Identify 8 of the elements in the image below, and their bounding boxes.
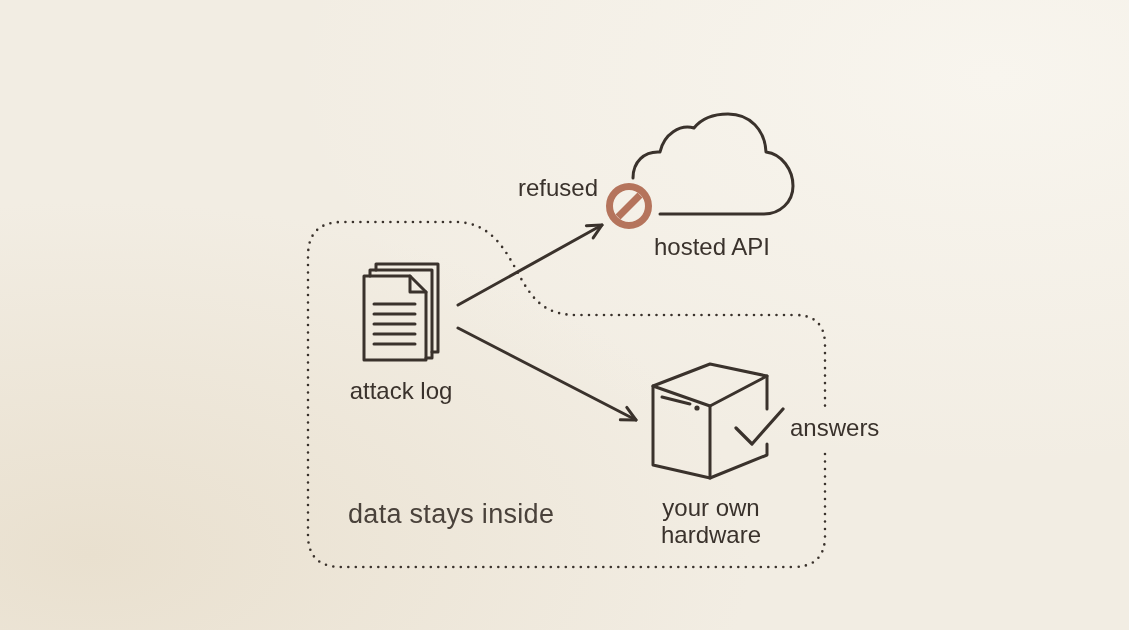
node-label: attack log [348,376,454,406]
arrow [456,223,604,307]
region-label: data stays inside [348,498,556,531]
node-label: hosted API [652,232,772,262]
node-caption: answers [790,413,881,443]
edge-label: refused [516,173,598,203]
node-label: your own hardware [659,494,763,548]
arrow [456,326,638,422]
